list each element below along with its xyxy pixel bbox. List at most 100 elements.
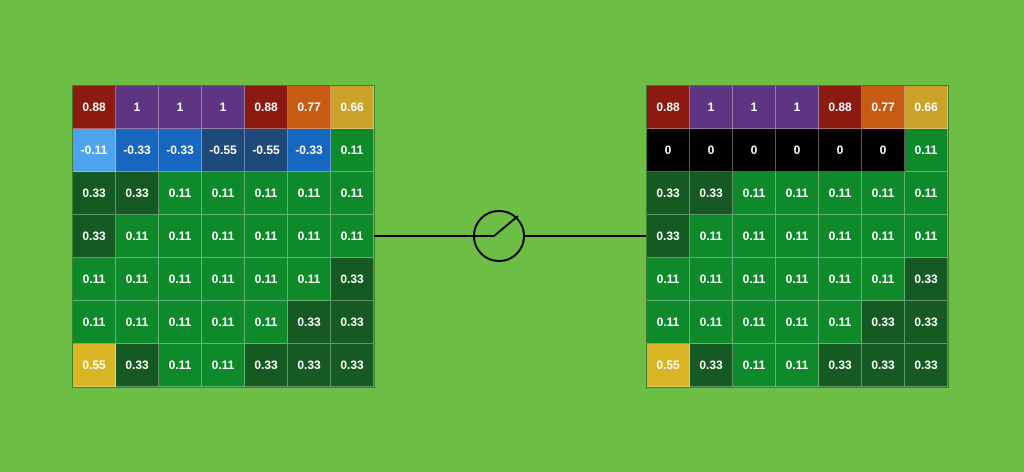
grid-cell: 0.11 — [776, 172, 819, 215]
grid-cell: 1 — [733, 86, 776, 129]
grid-cell: -0.33 — [159, 129, 202, 172]
grid-cell: 0.11 — [776, 215, 819, 258]
grid-cell: 0.77 — [288, 86, 331, 129]
grid-cell: 0.66 — [905, 86, 948, 129]
grid-cell: 0.11 — [331, 129, 374, 172]
grid-cell: 0.11 — [647, 258, 690, 301]
relu-gauge-icon — [473, 210, 525, 262]
grid-cell: 0.11 — [159, 258, 202, 301]
grid-cell: 0.55 — [647, 344, 690, 387]
grid-cell: 0.33 — [116, 344, 159, 387]
grid-cell: 0.88 — [647, 86, 690, 129]
grid-cell: 0.11 — [776, 301, 819, 344]
grid-cell: 0.11 — [690, 215, 733, 258]
grid-cell: 0.33 — [73, 172, 116, 215]
grid-cell: 0.88 — [819, 86, 862, 129]
grid-cell: 0.11 — [733, 215, 776, 258]
grid-cell: 0.88 — [73, 86, 116, 129]
grid-cell: 0.33 — [862, 301, 905, 344]
grid-cell: 0.11 — [73, 301, 116, 344]
grid-cell: 0.11 — [288, 172, 331, 215]
grid-cell: 0 — [776, 129, 819, 172]
grid-cell: 0.11 — [733, 172, 776, 215]
grid-cell: 0.11 — [905, 129, 948, 172]
grid-cell: 0.11 — [733, 301, 776, 344]
grid-cell: 0.11 — [245, 172, 288, 215]
grid-cell: 0.11 — [245, 215, 288, 258]
grid-cell: 0.11 — [690, 301, 733, 344]
grid-cell: 0.11 — [116, 301, 159, 344]
grid-cell: 0.11 — [862, 258, 905, 301]
grid-cell: 0.11 — [819, 258, 862, 301]
grid-cell: 0.33 — [288, 301, 331, 344]
grid-cell: 0.11 — [733, 258, 776, 301]
grid-cell: 1 — [690, 86, 733, 129]
grid-cell: 0.11 — [331, 172, 374, 215]
grid-cell: 0.11 — [202, 344, 245, 387]
grid-cell: 0.11 — [159, 172, 202, 215]
grid-cell: 0.33 — [331, 344, 374, 387]
grid-cell: 0.66 — [331, 86, 374, 129]
grid-cell: 0.33 — [647, 215, 690, 258]
grid-cell: 0.11 — [862, 172, 905, 215]
grid-cell: 1 — [776, 86, 819, 129]
grid-cell: 0.33 — [690, 344, 733, 387]
grid-cell: 0.11 — [647, 301, 690, 344]
grid-cell: 0.11 — [288, 258, 331, 301]
grid-cell: 0.33 — [245, 344, 288, 387]
grid-cell: 0.11 — [905, 172, 948, 215]
grid-cell: 0.11 — [776, 344, 819, 387]
grid-cell: -0.33 — [116, 129, 159, 172]
grid-cell: 0.33 — [862, 344, 905, 387]
grid-cell: 0.11 — [776, 258, 819, 301]
grid-cell: 0.11 — [862, 215, 905, 258]
grid-cell: 0.33 — [905, 258, 948, 301]
grid-cell: 0.11 — [905, 215, 948, 258]
grid-cell: 0.88 — [245, 86, 288, 129]
grid-cell: 0.11 — [202, 172, 245, 215]
grid-cell: 0.33 — [116, 172, 159, 215]
grid-cell: 0.33 — [331, 301, 374, 344]
grid-cell: 0.11 — [733, 344, 776, 387]
grid-cell: 0.11 — [116, 258, 159, 301]
grid-cell: 0.11 — [245, 258, 288, 301]
grid-cell: -0.55 — [245, 129, 288, 172]
grid-cell: 0.11 — [73, 258, 116, 301]
grid-cell: 0.11 — [819, 215, 862, 258]
grid-cell: 0 — [733, 129, 776, 172]
grid-cell: 0.11 — [819, 301, 862, 344]
grid-cell: 0.11 — [202, 301, 245, 344]
grid-cell: 0.33 — [288, 344, 331, 387]
grid-cell: 0.33 — [819, 344, 862, 387]
grid-cell: 0.11 — [288, 215, 331, 258]
grid-cell: 0 — [862, 129, 905, 172]
grid-cell: 0.11 — [159, 301, 202, 344]
grid-cell: 1 — [202, 86, 245, 129]
grid-cell: 0.33 — [73, 215, 116, 258]
grid-cell: 0.11 — [690, 258, 733, 301]
grid-cell: -0.55 — [202, 129, 245, 172]
grid-cell: 1 — [116, 86, 159, 129]
grid-cell: 0.33 — [647, 172, 690, 215]
grid-cell: 0.77 — [862, 86, 905, 129]
grid-cell: 0.33 — [905, 301, 948, 344]
grid-cell: 0.11 — [331, 215, 374, 258]
grid-cell: 0 — [819, 129, 862, 172]
grid-cell: 0.33 — [331, 258, 374, 301]
grid-cell: 0.11 — [159, 215, 202, 258]
grid-cell: 0.11 — [116, 215, 159, 258]
grid-cell: 0.11 — [245, 301, 288, 344]
grid-cell: 0 — [690, 129, 733, 172]
grid-cell: 0 — [647, 129, 690, 172]
grid-cell: 0.11 — [202, 215, 245, 258]
grid-cell: 0.11 — [819, 172, 862, 215]
grid-cell: -0.33 — [288, 129, 331, 172]
grid-cell: 0.55 — [73, 344, 116, 387]
grid-cell: 0.33 — [690, 172, 733, 215]
grid-cell: 0.11 — [159, 344, 202, 387]
grid-cell: -0.11 — [73, 129, 116, 172]
grid-cell: 0.33 — [905, 344, 948, 387]
